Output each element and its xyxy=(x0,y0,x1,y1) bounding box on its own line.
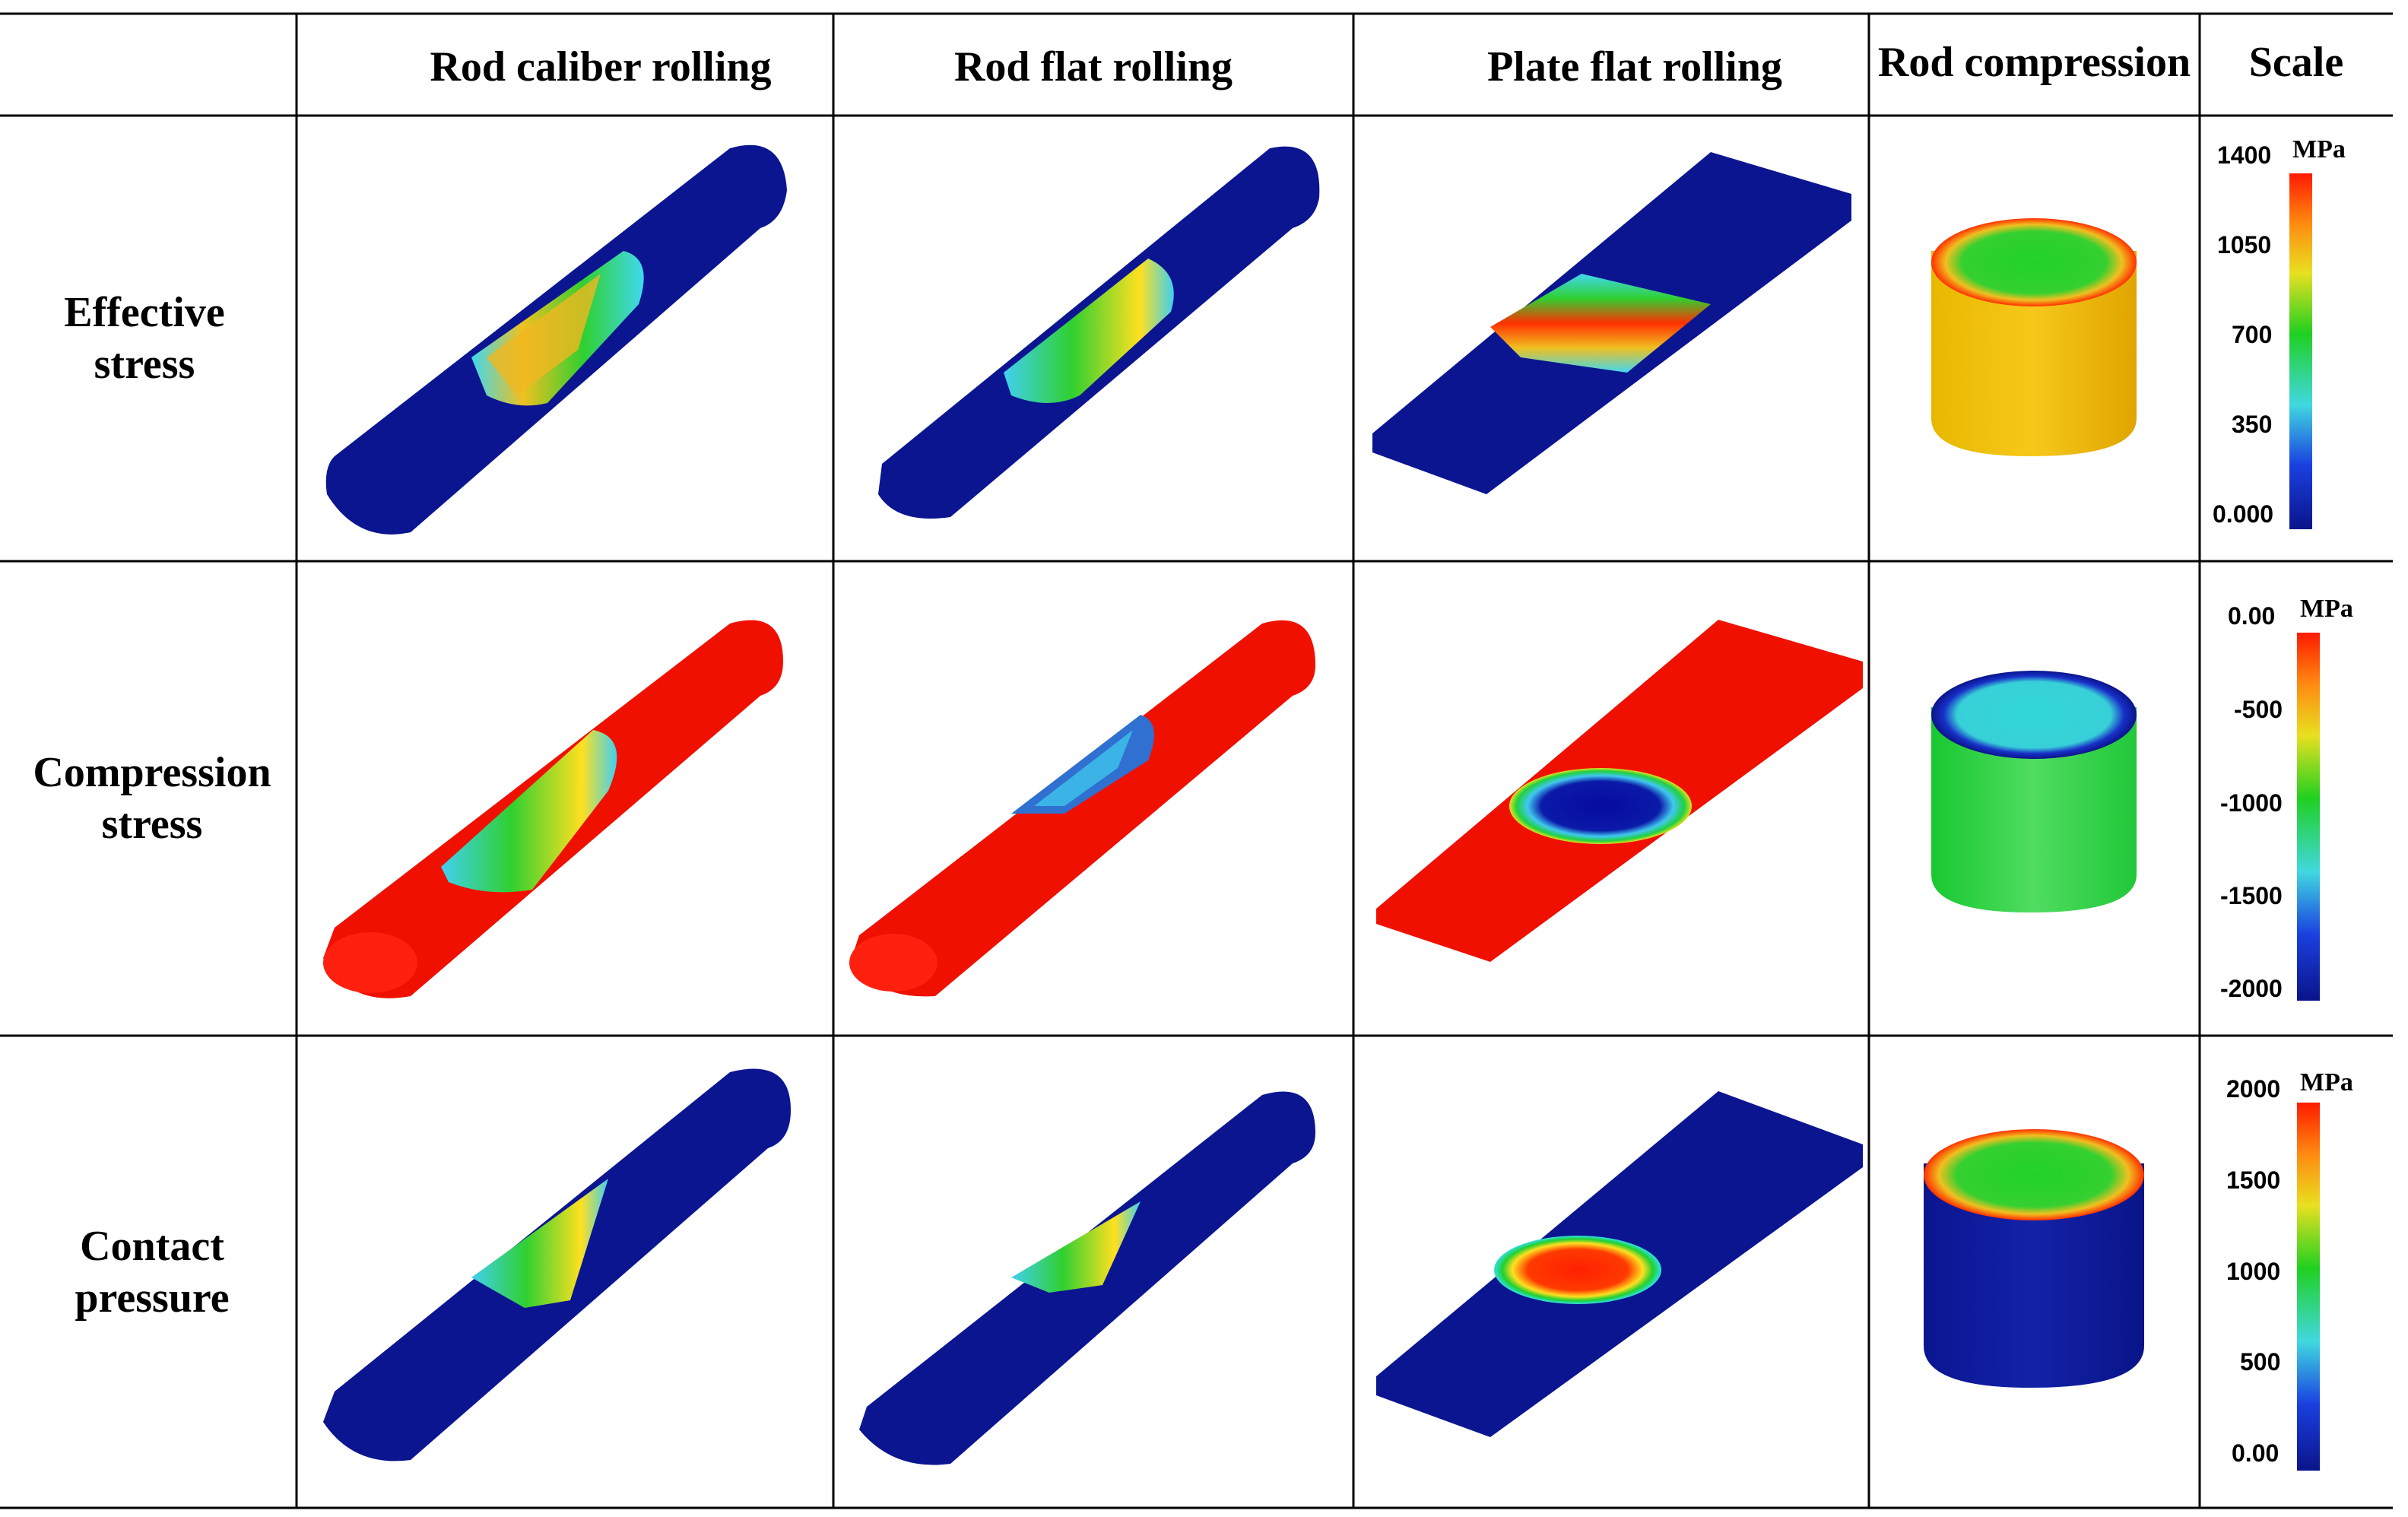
render-cylinder-contact xyxy=(1924,1129,2144,1388)
header-rod-compression: Rod compression xyxy=(1877,39,2191,86)
scale-tick: 350 xyxy=(2232,411,2273,438)
scale-unit: MPa xyxy=(2292,135,2346,163)
row-label-line2: pressure xyxy=(75,1274,230,1322)
scale-tick: 1500 xyxy=(2226,1166,2281,1194)
header-rod-flat-rolling: Rod flat rolling xyxy=(953,43,1233,90)
render-cylinder-compression xyxy=(1931,671,2137,912)
render-rod-caliber-effective xyxy=(325,144,787,535)
header-scale: Scale xyxy=(2248,39,2344,86)
render-plate-contact xyxy=(1376,1091,1863,1437)
row-label-effective-stress: Effective stress xyxy=(0,116,289,561)
colorbar-effective xyxy=(2289,173,2312,529)
row-label-line1: Contact xyxy=(80,1222,224,1270)
scale-tick: 0.000 xyxy=(2213,500,2274,528)
scale-tick: -500 xyxy=(2234,696,2283,723)
header-plate-flat-rolling: Plate flat rolling xyxy=(1487,43,1782,90)
render-rod-flat-effective xyxy=(878,146,1320,519)
scale-tick: 500 xyxy=(2240,1348,2281,1376)
colorbar-contact xyxy=(2297,1103,2320,1471)
table-rules xyxy=(0,12,2393,1509)
scale-tick: -2000 xyxy=(2220,975,2283,1002)
scale-tick: 0.00 xyxy=(2228,602,2276,630)
scale-tick: 1400 xyxy=(2217,141,2272,169)
render-rod-caliber-compression xyxy=(323,620,783,998)
render-cylinder-effective xyxy=(1931,218,2137,456)
scale-tick: 0.00 xyxy=(2232,1439,2280,1467)
scale-unit: MPa xyxy=(2300,1068,2353,1096)
scale-unit: MPa xyxy=(2300,595,2353,623)
render-plate-effective xyxy=(1372,152,1851,494)
row-label-line2: stress xyxy=(101,801,203,848)
row-label-line1: Compression xyxy=(33,749,271,796)
scale-tick: 1050 xyxy=(2217,231,2272,259)
scale-tick: 2000 xyxy=(2226,1075,2281,1103)
header-rod-caliber-rolling: Rod caliber rolling xyxy=(430,43,772,90)
row-label-line1: Effective xyxy=(64,289,225,336)
render-rod-flat-compression xyxy=(849,620,1315,997)
row-label-contact-pressure: Contact pressure xyxy=(0,1036,304,1508)
render-rod-caliber-contact xyxy=(323,1068,791,1461)
row-label-compression-stress: Compression stress xyxy=(0,561,304,1036)
scale-tick: 1000 xyxy=(2226,1258,2281,1285)
scale-tick: 700 xyxy=(2232,321,2273,348)
row-label-line2: stress xyxy=(94,341,195,388)
scale-tick: -1500 xyxy=(2220,882,2283,909)
render-rod-flat-contact xyxy=(859,1091,1315,1465)
render-plate-compression xyxy=(1376,620,1863,962)
colorbar-compression xyxy=(2297,633,2320,1001)
scale-tick: -1000 xyxy=(2220,789,2283,817)
